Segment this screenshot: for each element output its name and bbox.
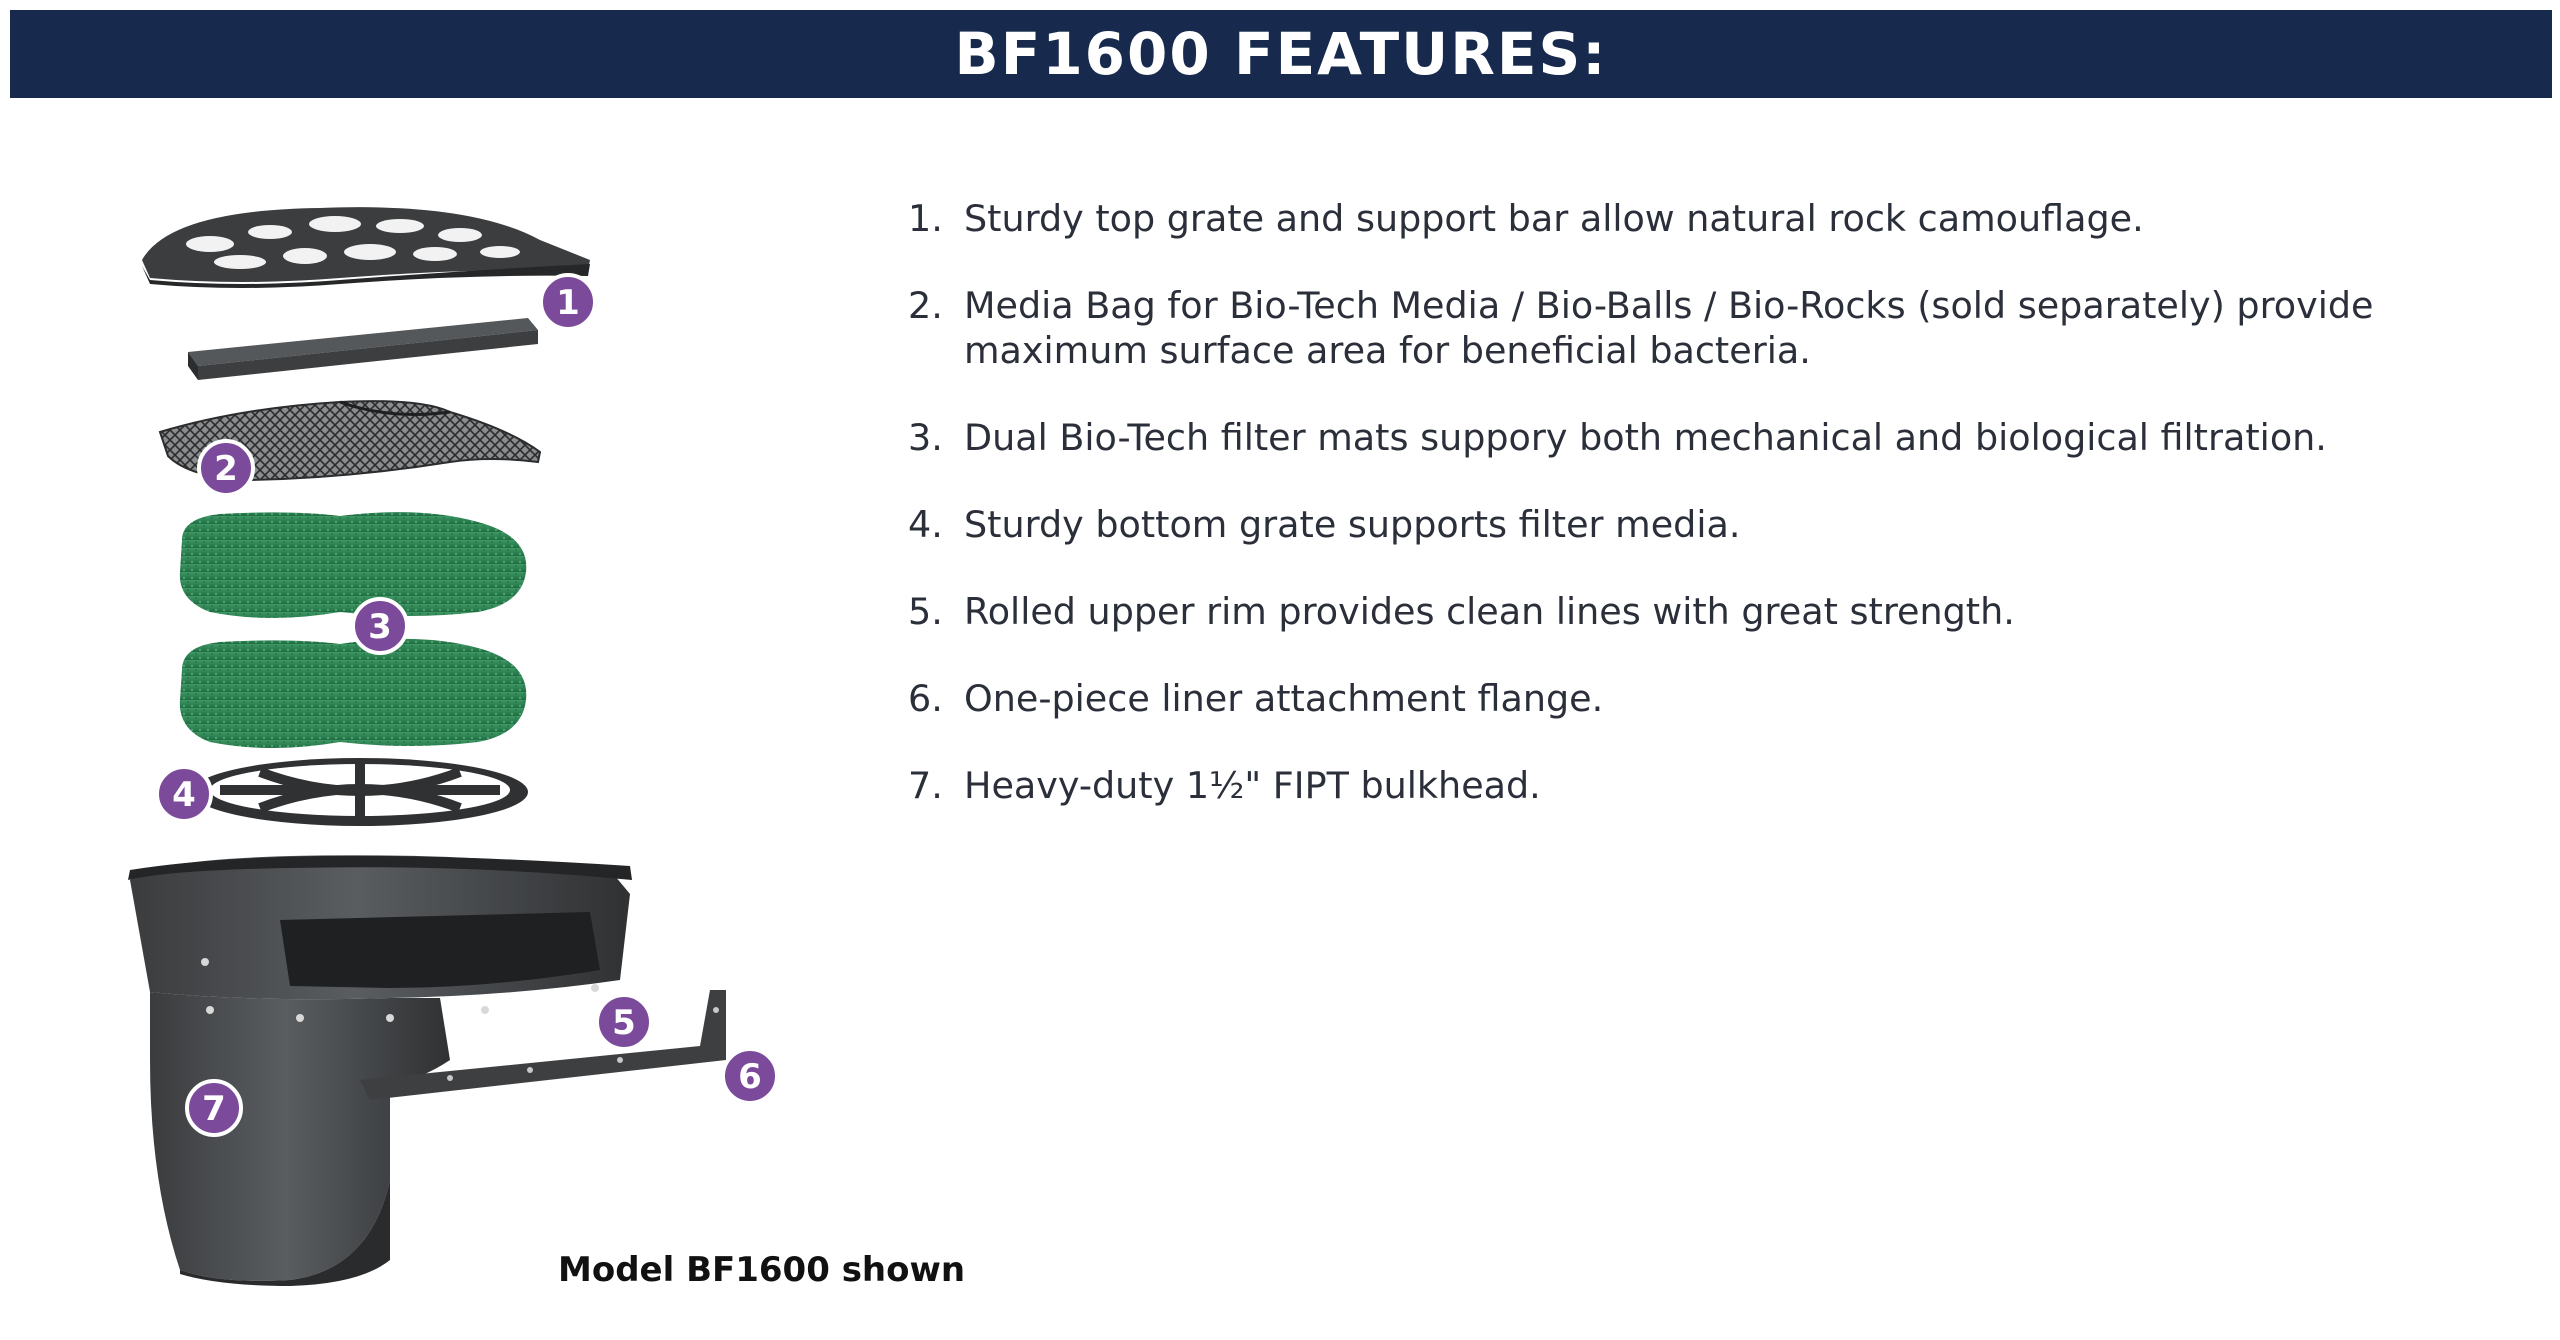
- feature-text: Dual Bio-Tech filter mats suppory both m…: [964, 416, 2327, 459]
- feature-number: 6.: [908, 677, 943, 720]
- bottom-grate: [192, 758, 528, 826]
- feature-number: 4.: [908, 503, 943, 546]
- callout-badge-3: 3: [351, 597, 409, 655]
- feature-item-1: 1. Sturdy top grate and support bar allo…: [908, 196, 2468, 241]
- callout-number-1: 1: [556, 283, 580, 323]
- filter-components-illustration: 1 2 3: [128, 207, 779, 1286]
- support-bar: [188, 318, 538, 380]
- feature-item-6: 6. One-piece liner attachment flange.: [908, 676, 2468, 721]
- feature-number: 7.: [908, 764, 943, 807]
- filter-mat-lower: [179, 638, 527, 748]
- feature-text: Rolled upper rim provides clean lines wi…: [964, 590, 2015, 633]
- feature-item-7: 7. Heavy-duty 1½" FIPT bulkhead.: [908, 763, 2468, 808]
- feature-number: 1.: [908, 197, 943, 240]
- callout-badge-6: 6: [721, 1047, 779, 1105]
- feature-item-2: 2. Media Bag for Bio-Tech Media / Bio-Ba…: [908, 283, 2468, 373]
- callout-badge-7: 7: [185, 1079, 243, 1137]
- callout-number-4: 4: [172, 775, 196, 815]
- callout-number-6: 6: [738, 1057, 762, 1097]
- feature-text: Sturdy bottom grate supports filter medi…: [964, 503, 1741, 546]
- feature-text: Media Bag for Bio-Tech Media / Bio-Balls…: [964, 284, 2374, 372]
- feature-number: 2.: [908, 284, 943, 327]
- feature-number: 5.: [908, 590, 943, 633]
- callout-badge-1: 1: [539, 273, 597, 331]
- callout-number-3: 3: [368, 607, 392, 647]
- callout-badge-4: 4: [155, 765, 213, 823]
- feature-item-5: 5. Rolled upper rim provides clean lines…: [908, 589, 2468, 634]
- feature-text: Sturdy top grate and support bar allow n…: [964, 197, 2144, 240]
- feature-text: One-piece liner attachment flange.: [964, 677, 1604, 720]
- callout-number-7: 7: [202, 1089, 226, 1129]
- callout-number-2: 2: [214, 449, 238, 489]
- liner-attachment-flange: [360, 990, 726, 1100]
- feature-item-4: 4. Sturdy bottom grate supports filter m…: [908, 502, 2468, 547]
- feature-item-3: 3. Dual Bio-Tech filter mats suppory bot…: [908, 415, 2468, 460]
- callout-badge-2: 2: [197, 439, 255, 497]
- filter-mat-upper: [179, 512, 527, 618]
- callout-number-5: 5: [612, 1003, 636, 1043]
- filter-tub: [128, 855, 632, 1286]
- header-banner: BF1600 FEATURES:: [10, 10, 2552, 98]
- features-list: 1. Sturdy top grate and support bar allo…: [908, 196, 2468, 850]
- top-grate: [142, 207, 590, 288]
- page-title: BF1600 FEATURES:: [954, 20, 1608, 88]
- feature-text: Heavy-duty 1½" FIPT bulkhead.: [964, 764, 1541, 807]
- feature-number: 3.: [908, 416, 943, 459]
- callout-badge-5: 5: [595, 993, 653, 1051]
- exploded-filter-diagram: 1 2 3: [90, 180, 850, 1330]
- model-caption: Model BF1600 shown: [558, 1250, 966, 1290]
